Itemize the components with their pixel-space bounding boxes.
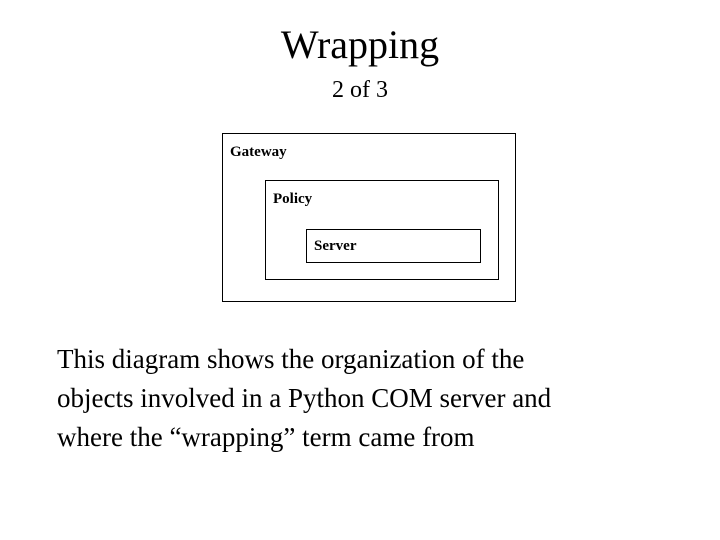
body-paragraph-line: objects involved in a Python COM server … [57, 383, 552, 413]
body-paragraph-line: where the “wrapping” term came from [57, 422, 475, 452]
policy-box [265, 180, 499, 280]
server-box [306, 229, 481, 263]
body-paragraph: This diagram shows the organization of t… [57, 340, 677, 457]
nested-wrapping-diagram: Gateway Policy Server [222, 133, 516, 302]
page-title: Wrapping [280, 22, 440, 67]
server-box-label: Server [314, 238, 357, 254]
gateway-box-label: Gateway [230, 144, 287, 160]
policy-box-label: Policy [273, 191, 313, 207]
body-paragraph-line: This diagram shows the organization of t… [57, 344, 525, 374]
page-subtitle: 2 of 3 [332, 77, 388, 103]
gateway-box [222, 133, 516, 302]
